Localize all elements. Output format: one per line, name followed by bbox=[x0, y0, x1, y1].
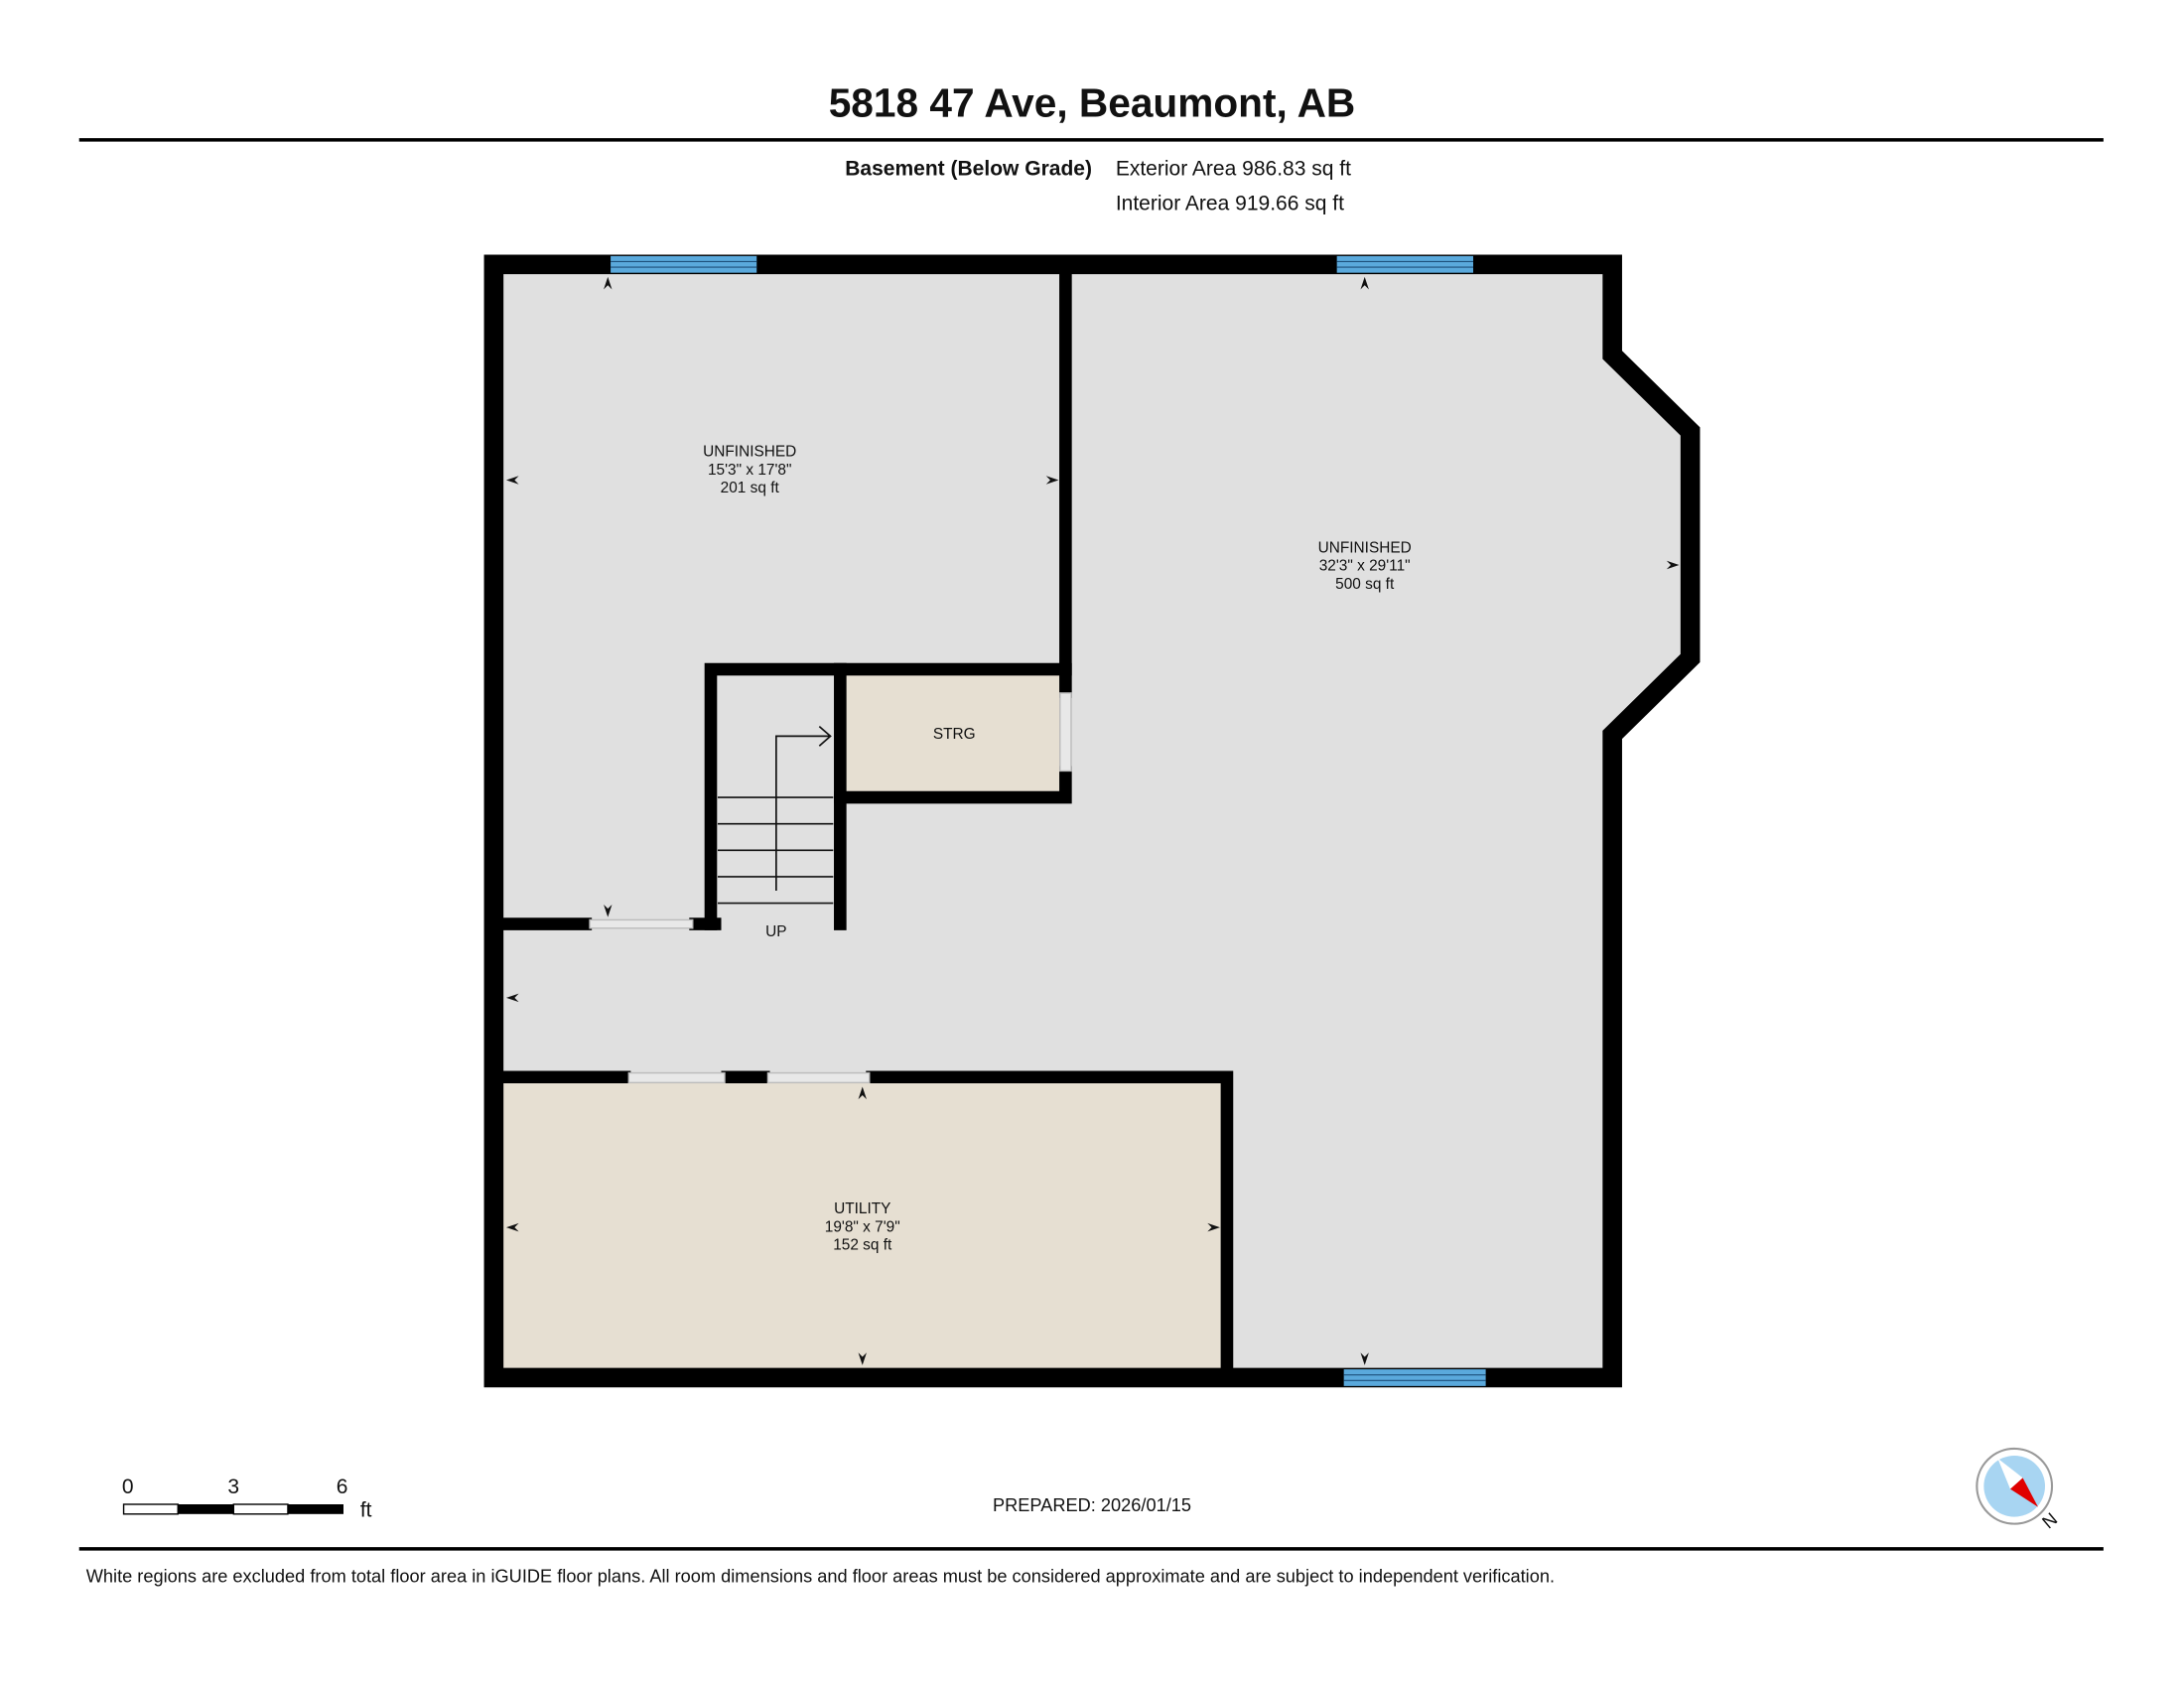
stairs-direction-arrow bbox=[775, 725, 832, 891]
compass-icon: N bbox=[1976, 1447, 2061, 1532]
svg-text:3: 3 bbox=[227, 1476, 239, 1498]
scale-bar: 0 3 6 ft bbox=[122, 1476, 372, 1522]
svg-text:UNFINISHED: UNFINISHED bbox=[703, 444, 796, 461]
utility-room-fill bbox=[498, 1082, 1227, 1372]
room-label-storage: STRG bbox=[933, 726, 976, 743]
interior-area: Interior Area 919.66 sq ft bbox=[1116, 193, 1344, 215]
svg-text:ft: ft bbox=[360, 1499, 372, 1522]
svg-text:19'8" x 7'9": 19'8" x 7'9" bbox=[825, 1218, 900, 1235]
footer-disclaimer: White regions are excluded from total fl… bbox=[86, 1566, 1555, 1586]
exterior-area: Exterior Area 986.83 sq ft bbox=[1116, 158, 1351, 181]
storage-room-fill bbox=[844, 674, 1066, 798]
room-label-unfinished-2: UNFINISHED 32'3" x 29'11" 500 sq ft bbox=[1318, 539, 1412, 592]
dimension-arrows bbox=[505, 276, 1680, 1365]
svg-text:500 sq ft: 500 sq ft bbox=[1335, 576, 1395, 593]
window bbox=[611, 255, 757, 273]
stairs bbox=[718, 725, 834, 905]
svg-text:UNFINISHED: UNFINISHED bbox=[1318, 539, 1412, 556]
exterior-wall bbox=[483, 254, 1701, 1388]
svg-text:0: 0 bbox=[122, 1476, 134, 1498]
svg-text:201 sq ft: 201 sq ft bbox=[721, 480, 780, 496]
svg-text:UTILITY: UTILITY bbox=[834, 1200, 890, 1217]
room-label-utility: UTILITY 19'8" x 7'9" 152 sq ft bbox=[825, 1200, 900, 1253]
window bbox=[1343, 1369, 1486, 1386]
stairs-label: UP bbox=[765, 923, 786, 940]
room-label-unfinished-1: UNFINISHED 15'3" x 17'8" 201 sq ft bbox=[703, 444, 796, 496]
svg-text:152 sq ft: 152 sq ft bbox=[833, 1237, 892, 1254]
interior-walls bbox=[487, 257, 1234, 1384]
window bbox=[1336, 255, 1474, 273]
prepared-date: PREPARED: 2026/01/15 bbox=[993, 1495, 1191, 1515]
page-title: 5818 47 Ave, Beaumont, AB bbox=[829, 80, 1356, 126]
svg-text:32'3" x 29'11": 32'3" x 29'11" bbox=[1319, 558, 1411, 575]
floor-label: Basement (Below Grade) bbox=[845, 158, 1092, 181]
svg-text:15'3" x 17'8": 15'3" x 17'8" bbox=[708, 462, 791, 479]
svg-text:6: 6 bbox=[337, 1476, 348, 1498]
door-openings bbox=[589, 692, 1072, 1084]
